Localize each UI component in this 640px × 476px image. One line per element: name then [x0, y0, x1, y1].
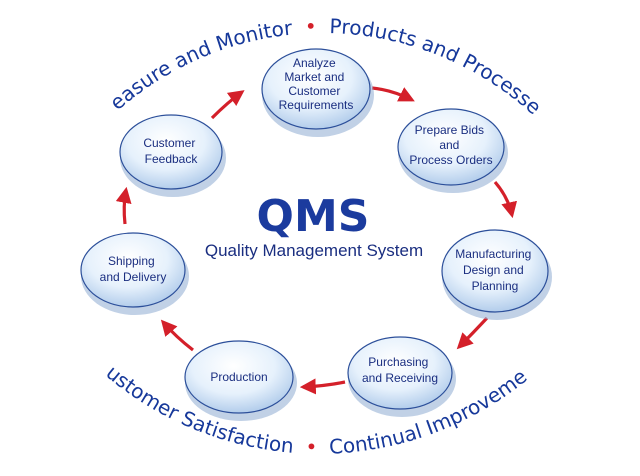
node-feedback-line-1: Customer — [143, 136, 195, 150]
node-label-bids: Prepare Bids and Process Orders — [409, 123, 492, 167]
node-analyze-line-4: Requirements — [279, 98, 354, 112]
node-label-analyze: Analyze Market and Customer Requirements — [279, 56, 354, 112]
node-purchasing-line-1: Purchasing — [368, 355, 428, 369]
arrow-feedback-to-analyze — [210, 90, 245, 120]
node-bids-line-3: Process Orders — [409, 153, 492, 167]
node-feedback: Customer Feedback — [119, 114, 226, 197]
arrow-manufacturing-to-purchasing — [456, 316, 489, 350]
node-label-production: Production — [210, 370, 267, 384]
arrow-analyze-to-bids — [371, 86, 415, 102]
node-label-purchasing: Purchasing and Receiving — [362, 355, 438, 385]
node-production: Production — [184, 340, 297, 421]
node-analyze-line-3: Customer — [288, 84, 340, 98]
arrow-production-to-shipping — [160, 319, 194, 352]
node-analyze: Analyze Market and Customer Requirements — [261, 48, 374, 137]
arrow-shipping-to-feedback — [115, 186, 132, 225]
node-manufacturing-line-1: Manufacturing — [455, 247, 531, 261]
node-shipping-line-1: Shipping — [108, 254, 155, 268]
node-label-manufacturing: Manufacturing Design and Planning — [455, 247, 534, 293]
node-manufacturing-line-3: Planning — [472, 279, 519, 293]
node-purchasing-line-2: and Receiving — [362, 371, 438, 385]
node-purchasing: Purchasing and Receiving — [347, 336, 456, 417]
node-shipping: Shipping and Delivery — [80, 232, 189, 315]
node-label-feedback: Customer Feedback — [143, 136, 198, 166]
node-label-shipping: Shipping and Delivery — [100, 254, 167, 284]
node-production-line-1: Production — [210, 370, 267, 384]
node-bids-line-2: and — [439, 138, 459, 152]
node-analyze-line-1: Analyze — [293, 56, 336, 70]
separator-dot-bottom: • — [305, 435, 317, 459]
arrow-purchasing-to-production — [299, 378, 346, 395]
cycle-arrows — [115, 86, 518, 395]
center-subtitle: Quality Management System — [205, 241, 423, 260]
center-title: QMS — [257, 191, 370, 242]
node-analyze-line-2: Market and — [284, 70, 344, 84]
node-bids: Prepare Bids and Process Orders — [397, 108, 508, 193]
node-manufacturing: Manufacturing Design and Planning — [441, 229, 552, 320]
node-manufacturing-line-2: Design and — [463, 263, 524, 277]
node-shipping-line-2: and Delivery — [100, 270, 167, 284]
node-feedback-line-2: Feedback — [145, 152, 199, 166]
arrow-bids-to-manufacturing — [493, 180, 518, 219]
outer-text-measure-monitor: Measure and Monitor — [0, 0, 294, 115]
node-bids-line-1: Prepare Bids — [415, 123, 484, 137]
separator-dot-top: • — [304, 14, 317, 38]
